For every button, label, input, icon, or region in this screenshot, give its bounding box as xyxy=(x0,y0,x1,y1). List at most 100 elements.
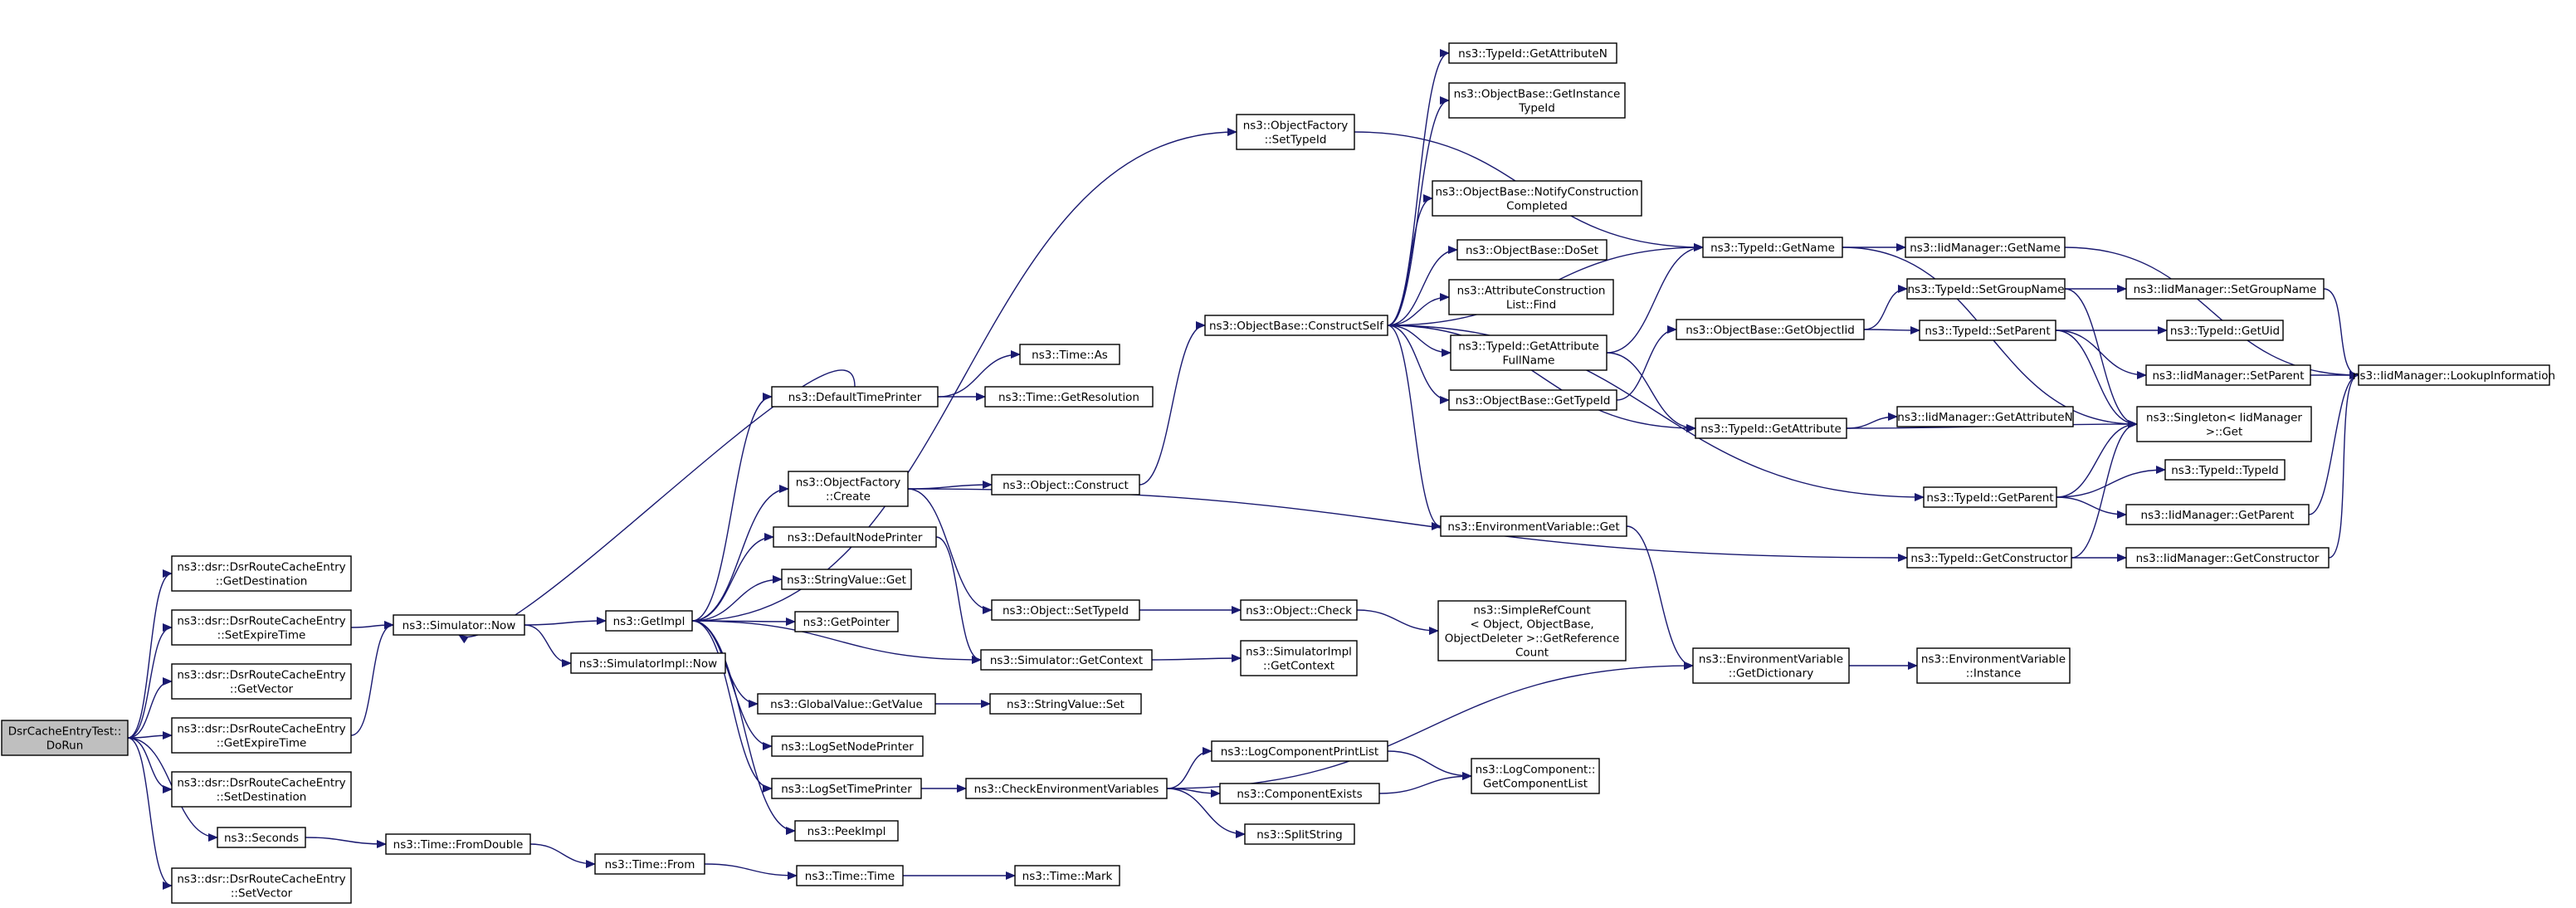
node-getImpl[interactable]: ns3::GetImpl xyxy=(605,610,693,632)
node-box[interactable] xyxy=(171,609,352,646)
node-splitString[interactable]: ns3::SplitString xyxy=(1244,823,1355,845)
node-simGetContext[interactable]: ns3::Simulator::GetContext xyxy=(980,649,1153,671)
node-box[interactable] xyxy=(1471,758,1600,794)
node-box[interactable] xyxy=(2136,406,2312,442)
node-getDestination[interactable]: ns3::dsr::DsrRouteCacheEntry::GetDestina… xyxy=(171,555,352,592)
node-box[interactable] xyxy=(794,820,899,842)
node-box[interactable] xyxy=(1236,114,1355,150)
node-box[interactable] xyxy=(773,526,937,548)
node-stringValueGet[interactable]: ns3::StringValue::Get xyxy=(781,569,912,590)
node-box[interactable] xyxy=(2125,504,2310,525)
node-box[interactable] xyxy=(2166,320,2284,341)
node-timeFrom[interactable]: ns3::Time::From xyxy=(594,853,705,875)
node-envVarInstance[interactable]: ns3::EnvironmentVariable::Instance xyxy=(1916,647,2071,684)
node-iidGetConstructor[interactable]: ns3::IidManager::GetConstructor xyxy=(2125,547,2330,569)
node-logSetTimePrinter[interactable]: ns3::LogSetTimePrinter xyxy=(771,778,922,799)
node-iidLookupInformation[interactable]: ns3::IidManager::LookupInformation xyxy=(2353,364,2555,386)
node-box[interactable] xyxy=(1204,315,1388,336)
node-box[interactable] xyxy=(1702,237,1843,258)
node-logComponentPrintList[interactable]: ns3::LogComponentPrintList xyxy=(1211,740,1388,762)
node-getExpireTime[interactable]: ns3::dsr::DsrRouteCacheEntry::GetExpireT… xyxy=(171,717,352,754)
node-fromDouble[interactable]: ns3::Time::FromDouble xyxy=(385,833,531,855)
node-box[interactable] xyxy=(1692,647,1850,684)
node-getObjectIid[interactable]: ns3::ObjectBase::GetObjectIid xyxy=(1676,319,1865,340)
node-box[interactable] xyxy=(217,827,306,848)
node-box[interactable] xyxy=(1240,640,1358,676)
node-box[interactable] xyxy=(1450,334,1608,371)
node-box[interactable] xyxy=(781,569,912,590)
node-singletonGet[interactable]: ns3::Singleton< IidManager>::Get xyxy=(2136,406,2312,442)
node-box[interactable] xyxy=(171,663,352,700)
node-checkEnvVars[interactable]: ns3::CheckEnvironmentVariables xyxy=(965,778,1168,799)
node-box[interactable] xyxy=(570,652,726,674)
node-box[interactable] xyxy=(1432,180,1642,217)
node-box[interactable] xyxy=(605,610,693,632)
node-simNow[interactable]: ns3::Simulator::Now xyxy=(393,614,525,636)
node-timeMark[interactable]: ns3::Time::Mark xyxy=(1014,865,1120,886)
node-objectConstruct[interactable]: ns3::Object::Construct xyxy=(991,474,1140,495)
node-stringValueSet[interactable]: ns3::StringValue::Set xyxy=(989,693,1142,715)
node-defaultTimePrinter[interactable]: ns3::DefaultTimePrinter xyxy=(771,386,939,408)
node-getPointer[interactable]: ns3::GetPointer xyxy=(794,611,899,632)
node-box[interactable] xyxy=(788,471,909,507)
node-box[interactable] xyxy=(594,853,705,875)
node-objFactorySetTypeId[interactable]: ns3::ObjectFactory::SetTypeId xyxy=(1236,114,1355,150)
node-seconds[interactable]: ns3::Seconds xyxy=(217,827,306,848)
node-iidGetParent[interactable]: ns3::IidManager::GetParent xyxy=(2125,504,2310,525)
node-box[interactable] xyxy=(771,386,939,408)
node-box[interactable] xyxy=(385,833,531,855)
node-box[interactable] xyxy=(1448,389,1617,411)
node-getVector[interactable]: ns3::dsr::DsrRouteCacheEntry::GetVector xyxy=(171,663,352,700)
node-box[interactable] xyxy=(1906,547,2072,569)
node-envVarGetDictionary[interactable]: ns3::EnvironmentVariable::GetDictionary xyxy=(1692,647,1850,684)
node-box[interactable] xyxy=(771,735,924,757)
node-box[interactable] xyxy=(1019,344,1120,365)
node-setVector[interactable]: ns3::dsr::DsrRouteCacheEntry::SetVector xyxy=(171,867,352,904)
node-envVarGet[interactable]: ns3::EnvironmentVariable::Get xyxy=(1440,515,1627,537)
node-box[interactable] xyxy=(1906,278,2066,300)
node-globalValueGetValue[interactable]: ns3::GlobalValue::GetValue xyxy=(757,693,936,715)
node-box[interactable] xyxy=(1240,599,1358,621)
node-typeIdSetParent[interactable]: ns3::TypeId::SetParent xyxy=(1919,320,2056,341)
node-box[interactable] xyxy=(1211,740,1388,762)
node-box[interactable] xyxy=(991,474,1140,495)
node-iidSetGroupName[interactable]: ns3::IidManager::SetGroupName xyxy=(2125,278,2325,300)
node-box[interactable] xyxy=(2145,364,2311,386)
node-box[interactable] xyxy=(1440,515,1627,537)
node-typeIdGetName[interactable]: ns3::TypeId::GetName xyxy=(1702,237,1843,258)
node-box[interactable] xyxy=(1695,417,1847,439)
node-setDestination[interactable]: ns3::dsr::DsrRouteCacheEntry::SetDestina… xyxy=(171,771,352,808)
node-logSetNodePrinter[interactable]: ns3::LogSetNodePrinter xyxy=(771,735,924,757)
node-box[interactable] xyxy=(965,778,1168,799)
node-box[interactable] xyxy=(1448,42,1617,64)
node-box[interactable] xyxy=(1456,239,1608,261)
node-root[interactable]: DsrCacheEntryTest::DoRun xyxy=(1,720,129,756)
node-box[interactable] xyxy=(984,386,1154,408)
node-defaultNodePrinter[interactable]: ns3::DefaultNodePrinter xyxy=(773,526,937,548)
node-iidSetParent[interactable]: ns3::IidManager::SetParent xyxy=(2145,364,2311,386)
node-typeIdGetAttributeN[interactable]: ns3::TypeId::GetAttributeN xyxy=(1448,42,1617,64)
node-timeTime[interactable]: ns3::Time::Time xyxy=(796,865,904,886)
node-box[interactable] xyxy=(2164,459,2286,481)
node-box[interactable] xyxy=(991,599,1140,621)
node-box[interactable] xyxy=(1219,783,1380,804)
node-objectCheck[interactable]: ns3::Object::Check xyxy=(1240,599,1358,621)
node-typeIdGetParent[interactable]: ns3::TypeId::GetParent xyxy=(1923,486,2057,508)
node-box[interactable] xyxy=(1896,406,2074,427)
node-box[interactable] xyxy=(1919,320,2056,341)
node-typeIdGetConstructor[interactable]: ns3::TypeId::GetConstructor xyxy=(1906,547,2072,569)
node-simImplNow[interactable]: ns3::SimulatorImpl::Now xyxy=(570,652,726,674)
node-box[interactable] xyxy=(1244,823,1355,845)
node-box[interactable] xyxy=(2125,278,2325,300)
node-box[interactable] xyxy=(1916,647,2071,684)
node-box[interactable] xyxy=(1905,237,2066,258)
node-box[interactable] xyxy=(2358,364,2550,386)
node-peekImpl[interactable]: ns3::PeekImpl xyxy=(794,820,899,842)
node-box[interactable] xyxy=(980,649,1153,671)
node-objectBaseGetTypeId[interactable]: ns3::ObjectBase::GetTypeId xyxy=(1448,389,1617,411)
node-box[interactable] xyxy=(757,693,936,715)
node-box[interactable] xyxy=(1014,865,1120,886)
